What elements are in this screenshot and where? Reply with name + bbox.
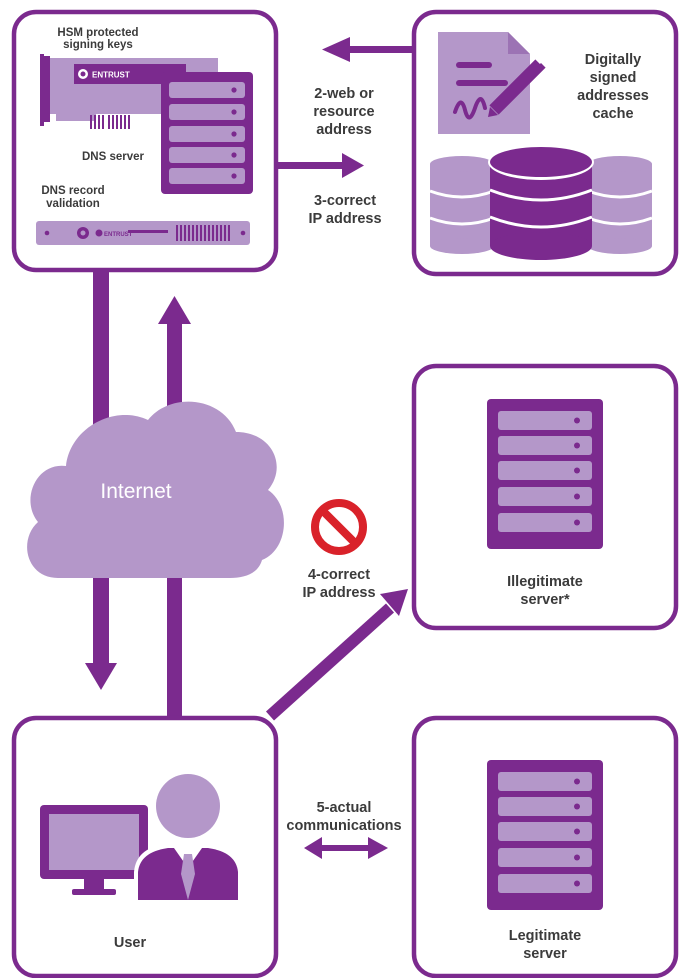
appliance-icon: ENTRUST [36,221,250,245]
server-rack-icon [161,72,253,194]
cache-label-line3: addresses [577,88,649,104]
web-address-arrow [322,37,414,62]
web-address-line1: 2-web or [314,86,374,102]
server-rack-icon [487,399,603,549]
record-label-line2: validation [46,198,100,210]
correct-ip-arrow [276,153,364,178]
actual-comm-line2: communications [286,818,401,834]
hsm-label-line2: signing keys [63,39,133,51]
web-address-line3: address [316,122,372,138]
cloud-icon [27,401,284,578]
illegitimate-label-line1: Illegitimate [507,574,583,590]
record-label-line1: DNS record [41,185,104,197]
correct-ip-line2: IP address [308,211,381,227]
user-panel: User [11,715,279,978]
internet-label: Internet [100,480,171,503]
web-address-line2: resource [313,104,374,120]
cache-label-line4: cache [592,106,633,122]
correct-ip4-line2: IP address [302,585,375,601]
legitimate-label-line2: server [523,946,567,962]
cache-label-line1: Digitally [585,52,641,68]
database-icon [429,144,653,260]
cache-label-line2: signed [590,70,637,86]
hsm-label-line1: HSM protected [57,27,138,39]
to-illegitimate-arrow [265,589,408,721]
user-label: User [114,935,147,951]
hsm-card-brand: ENTRUST [92,71,130,80]
signed-document-icon [438,32,546,134]
server-rack-icon [487,760,603,910]
illegitimate-server-panel: Illegitimate server* [411,363,679,631]
correct-ip4-line1: 4-correct [308,567,370,583]
dns-server-label: DNS server [82,151,145,163]
bidirectional-arrow [304,837,388,859]
correct-ip-line1: 3-correct [314,193,376,209]
legitimate-server-panel: Legitimate server [411,715,679,978]
person-icon [134,770,242,900]
cache-panel: Digitally signed addresses cache [411,9,679,277]
monitor-icon [40,805,148,895]
no-entry-icon [311,499,367,555]
legitimate-label-line1: Legitimate [509,928,582,944]
actual-comm-line1: 5-actual [317,800,372,816]
dns-server-panel: HSM protected signing keys ENTRUST [11,9,279,273]
appliance-brand: ENTRUST [104,232,133,238]
illegitimate-label-line2: server* [520,592,570,608]
